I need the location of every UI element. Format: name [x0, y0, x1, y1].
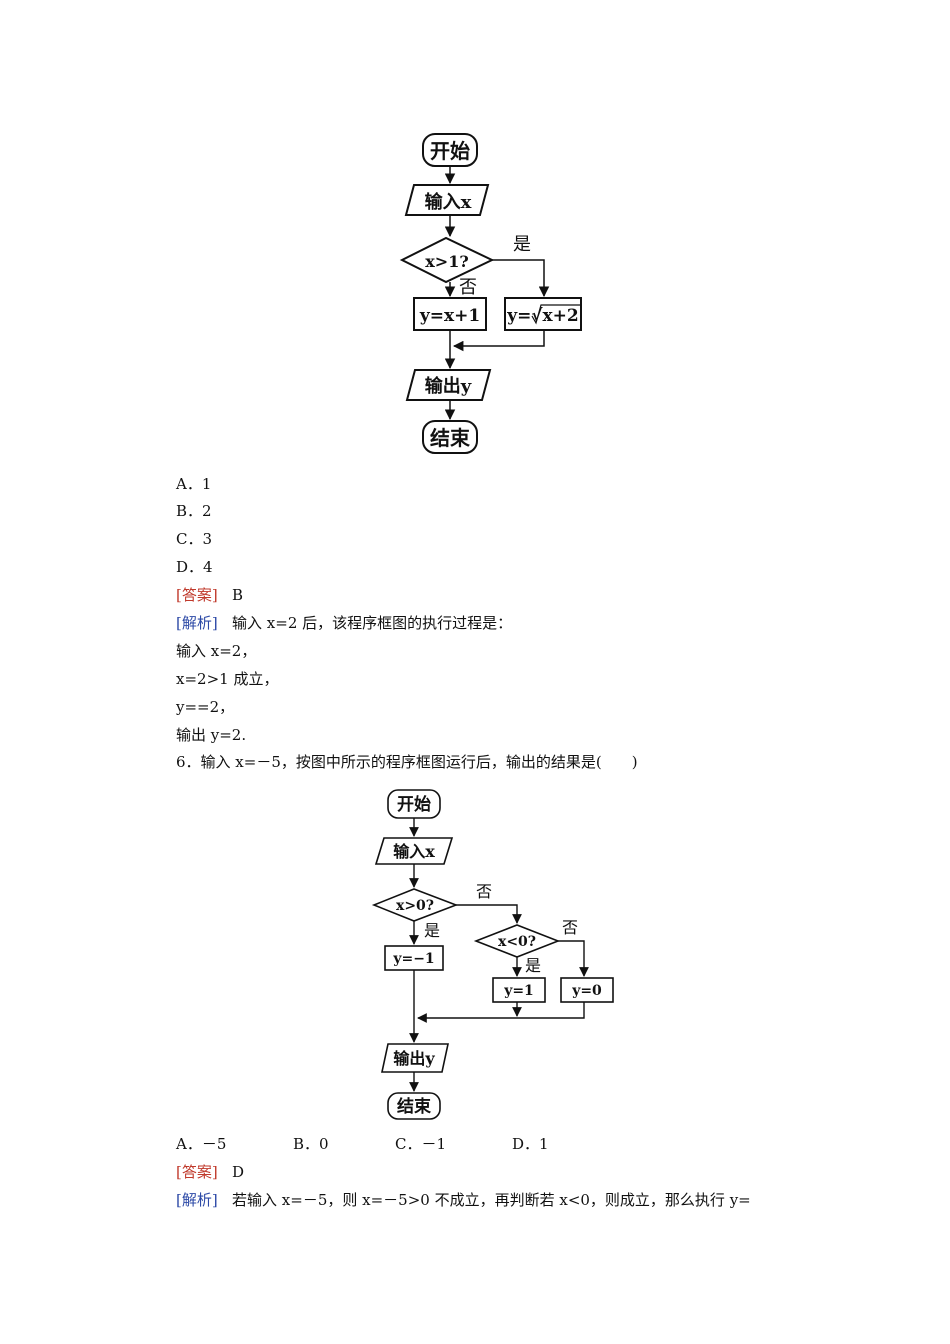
q5-analysis-row: [解析] 输入 x=2 后，该程序框图的执行过程是：: [176, 613, 512, 633]
yes1-label: 是: [424, 921, 440, 940]
q6-option-a: A．－5: [176, 1135, 227, 1153]
cond2-label: x<0?: [498, 934, 536, 950]
input-label-2: 输入x: [393, 842, 435, 861]
analysis-text-2: 若输入 x=－5，则 x=－5>0 不成立，再判断若 x<0，则成立，那么执行 …: [232, 1191, 751, 1209]
cond1-label: x>0?: [396, 898, 434, 914]
input-node: [404, 184, 490, 216]
output-label: 输出y: [425, 375, 472, 397]
answer-tag-2: [答案]: [176, 1163, 218, 1181]
analysis-tag-2: [解析]: [176, 1191, 218, 1209]
q6-option-b: B．0: [293, 1135, 329, 1153]
no-label: 否: [459, 277, 477, 298]
yes2-label: 是: [525, 956, 541, 975]
box-a-label: y=−1: [392, 951, 434, 967]
output-label-2: 输出y: [393, 1049, 435, 1068]
q5-option-b: B．2: [176, 502, 212, 520]
input-node-2: [374, 837, 454, 865]
flowchart-1: 开始 输入x x>1? 是 否 y=x+1 y=√x+2 输出y 结束: [399, 133, 582, 454]
flowchart-2: 开始 输入x x>0? 否 是 y=−1 x<0? 否 是 y=1 y=0 输出…: [371, 789, 614, 1120]
analysis-line-1: 输入 x=2 后，该程序框图的执行过程是：: [232, 614, 513, 632]
q6-option-d: D．1: [512, 1135, 549, 1153]
end-label: 结束: [430, 426, 471, 450]
end-label-2: 结束: [397, 1096, 431, 1117]
q6-answer-row: [答案] D: [176, 1162, 244, 1182]
box-left-label: y=x+1: [419, 306, 480, 326]
q6-question: 6．输入 x=－5，按图中所示的程序框图运行后，输出的结果是( ): [176, 753, 638, 771]
process-c: [560, 977, 614, 1003]
sqrt-icon: [531, 304, 580, 325]
q5-answer-row: [答案] B: [176, 585, 243, 605]
output-node-2: [381, 1043, 449, 1073]
no1-label: 否: [476, 882, 492, 901]
yes-label: 是: [513, 234, 531, 255]
no2-label: 否: [562, 918, 578, 937]
analysis-line-4: y==2，: [176, 698, 235, 716]
input-label: 输入x: [425, 191, 472, 213]
answer-tag: [答案]: [176, 586, 218, 604]
box-b-label: y=1: [503, 983, 534, 999]
q5-option-a: A．1: [176, 475, 212, 493]
answer-value: B: [232, 586, 244, 604]
analysis-line-5: 输出 y=2.: [176, 726, 247, 744]
start-label: 开始: [430, 139, 470, 163]
box-c-label: y=0: [571, 983, 602, 999]
analysis-line-2: 输入 x=2，: [176, 642, 257, 660]
box-right-label: y=√x+2: [506, 306, 579, 326]
q6-analysis-row: [解析] 若输入 x=－5，则 x=－5>0 不成立，再判断若 x<0，则成立，…: [176, 1190, 751, 1210]
q5-option-d: D．4: [176, 558, 213, 576]
start-label-2: 开始: [397, 794, 431, 815]
output-node: [405, 369, 492, 401]
cond-label: x>1?: [425, 252, 468, 271]
answer-value-2: D: [232, 1163, 245, 1181]
analysis-tag: [解析]: [176, 614, 218, 632]
q6-option-c: C．－1: [395, 1135, 447, 1153]
end-node: [422, 420, 478, 454]
process-b: [492, 977, 546, 1003]
analysis-line-3: x=2>1 成立，: [176, 670, 279, 688]
process-right: [504, 297, 582, 331]
end-node-2: [387, 1092, 441, 1120]
q5-option-c: C．3: [176, 530, 213, 548]
